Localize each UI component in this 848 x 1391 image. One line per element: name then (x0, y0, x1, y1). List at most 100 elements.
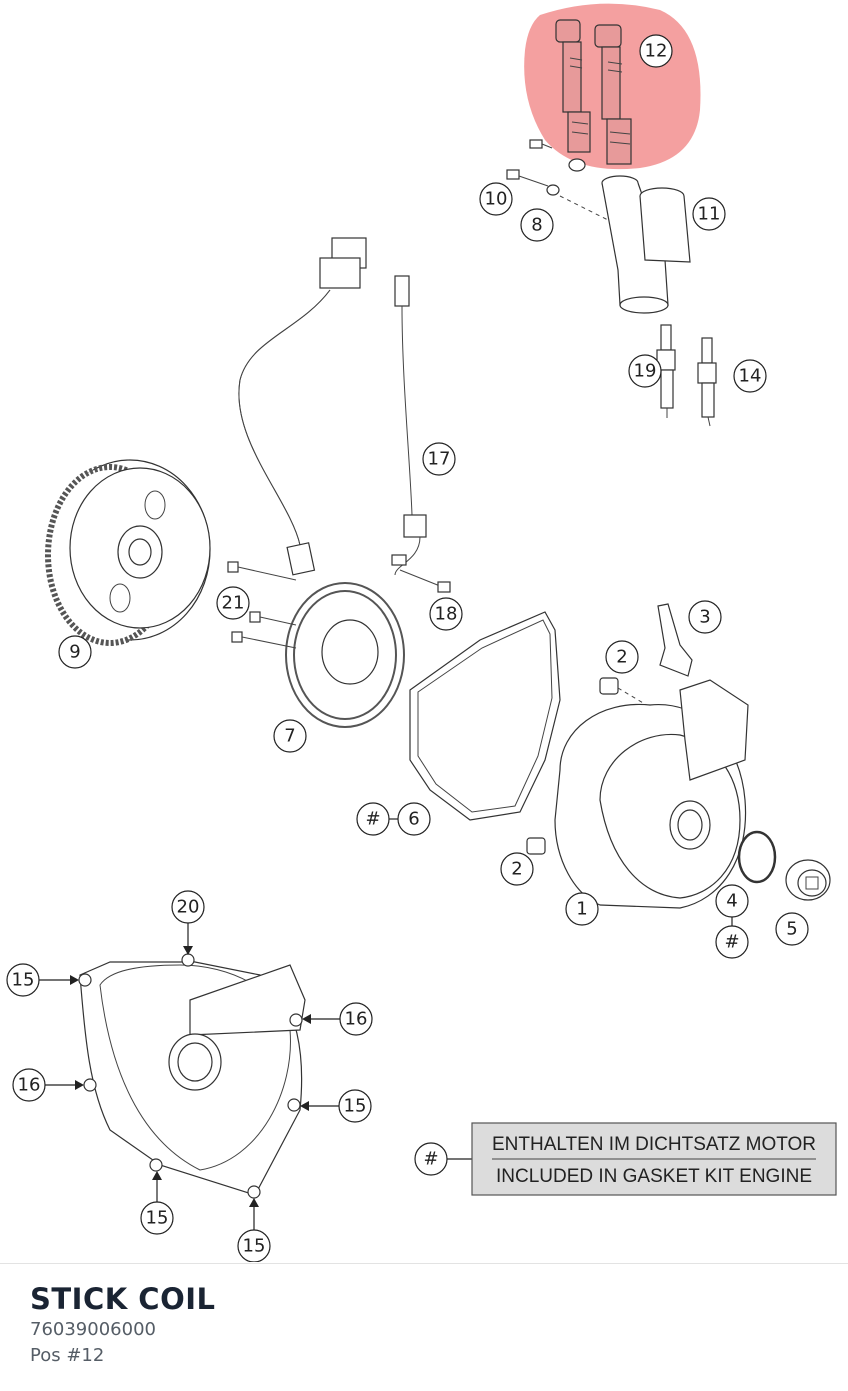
callout-8-2: 8 (520, 208, 554, 242)
hash-symbol-6: # (365, 809, 380, 830)
callout-21-8: 21 (216, 586, 250, 620)
callout-circle (171, 890, 205, 924)
callout-circle (422, 442, 456, 476)
callout-circle (58, 635, 92, 669)
callout-number: 3 (699, 607, 710, 628)
callout-12-0: 12 (639, 34, 673, 68)
callout-circle (338, 1089, 372, 1123)
stick-coil-2 (594, 24, 632, 165)
legend-line-1: ENTHALTEN IM DICHTSATZ MOTOR (492, 1134, 816, 1155)
dowel-2-bottom (526, 837, 546, 855)
callout-20-18: 20 (171, 890, 205, 924)
stator-harness (238, 237, 367, 576)
bracket-3 (657, 603, 693, 677)
callout-14-5: 14 (733, 359, 767, 393)
spark-plug-14 (697, 337, 717, 427)
hash-callout-legend: # (414, 1142, 448, 1176)
callout-15-22: 15 (338, 1089, 372, 1123)
callout-number: 21 (222, 593, 245, 614)
callout-4-16: 4 (715, 884, 749, 918)
callout-15-19: 15 (6, 963, 40, 997)
callout-9-9: 9 (58, 635, 92, 669)
callout-6-13: 6 (397, 802, 431, 836)
hash-callout-6: # (356, 802, 390, 836)
callout-circle (339, 1002, 373, 1036)
callout-circle (216, 586, 250, 620)
callout-number: 15 (344, 1096, 367, 1117)
callout-15-23: 15 (140, 1201, 174, 1235)
callout-number: 5 (786, 919, 797, 940)
spark-plug-19 (656, 324, 676, 418)
callout-11-3: 11 (692, 197, 726, 231)
bolt-small-top (529, 139, 586, 172)
callout-circle (12, 1068, 46, 1102)
callout-number: 19 (634, 361, 657, 382)
callout-circle (688, 600, 722, 634)
stick-coil-1 (555, 19, 591, 153)
callout-circle (692, 197, 726, 231)
ignition-cover-front-view (78, 953, 306, 1199)
callout-circle (500, 852, 534, 886)
callout-2-12: 2 (605, 640, 639, 674)
callout-number: 16 (18, 1075, 41, 1096)
callout-number: 20 (177, 897, 200, 918)
callout-19-4: 19 (628, 354, 662, 388)
callout-number: 4 (726, 891, 737, 912)
callout-number: 17 (428, 449, 451, 470)
callout-circle (565, 892, 599, 926)
callout-circle (628, 354, 662, 388)
callout-number: 18 (435, 604, 458, 625)
callout-number: 15 (146, 1208, 169, 1229)
callout-number: 12 (645, 41, 668, 62)
part-info-footer: STICK COIL 76039006000 Pos #12 (0, 1263, 848, 1391)
callout-number: 6 (408, 809, 419, 830)
callout-5-17: 5 (775, 912, 809, 946)
part-name: STICK COIL (30, 1282, 216, 1316)
flywheel-9 (45, 459, 211, 646)
callout-number: 8 (531, 215, 542, 236)
ignition-tube-11 (601, 175, 691, 314)
callout-circle (605, 640, 639, 674)
callout-number: 9 (69, 642, 80, 663)
callout-2-14: 2 (500, 852, 534, 886)
bolts-21 (227, 561, 297, 649)
callout-circle (273, 719, 307, 753)
callout-15-24: 15 (237, 1229, 271, 1262)
callout-1-15: 1 (565, 892, 599, 926)
hash-callout-4: # (715, 925, 749, 959)
callout-number: 7 (284, 726, 295, 747)
callout-circle (429, 597, 463, 631)
sensor-lead-17 (391, 275, 451, 593)
stator-7 (285, 582, 405, 728)
callout-7-10: 7 (273, 719, 307, 753)
part-position: Pos #12 (30, 1345, 105, 1366)
part-number: 76039006000 (30, 1319, 156, 1340)
legend-box: ENTHALTEN IM DICHTSATZ MOTOR INCLUDED IN… (471, 1122, 837, 1196)
callout-number: 2 (616, 647, 627, 668)
callout-3-11: 3 (688, 600, 722, 634)
callout-number: 14 (739, 366, 762, 387)
callout-number: 2 (511, 859, 522, 880)
callout-number: 15 (12, 970, 35, 991)
gasket-6 (409, 611, 561, 821)
callout-number: 11 (698, 204, 721, 225)
callout-number: 1 (576, 899, 587, 920)
legend-line-2: INCLUDED IN GASKET KIT ENGINE (496, 1166, 812, 1187)
callout-10-1: 10 (479, 182, 513, 216)
callout-number: 10 (485, 189, 508, 210)
callout-circle (715, 884, 749, 918)
callout-circle (237, 1229, 271, 1262)
callout-circle (520, 208, 554, 242)
callout-16-21: 16 (12, 1068, 46, 1102)
callout-number: 15 (243, 1236, 266, 1257)
hash-symbol-legend: # (423, 1149, 438, 1170)
o-ring-4 (737, 830, 777, 884)
callout-16-20: 16 (339, 1002, 373, 1036)
callout-circle (397, 802, 431, 836)
ignition-cover-1 (554, 679, 749, 909)
plug-5 (785, 859, 831, 901)
callout-circle (6, 963, 40, 997)
highlighted-part-stick-coil[interactable] (524, 3, 701, 170)
